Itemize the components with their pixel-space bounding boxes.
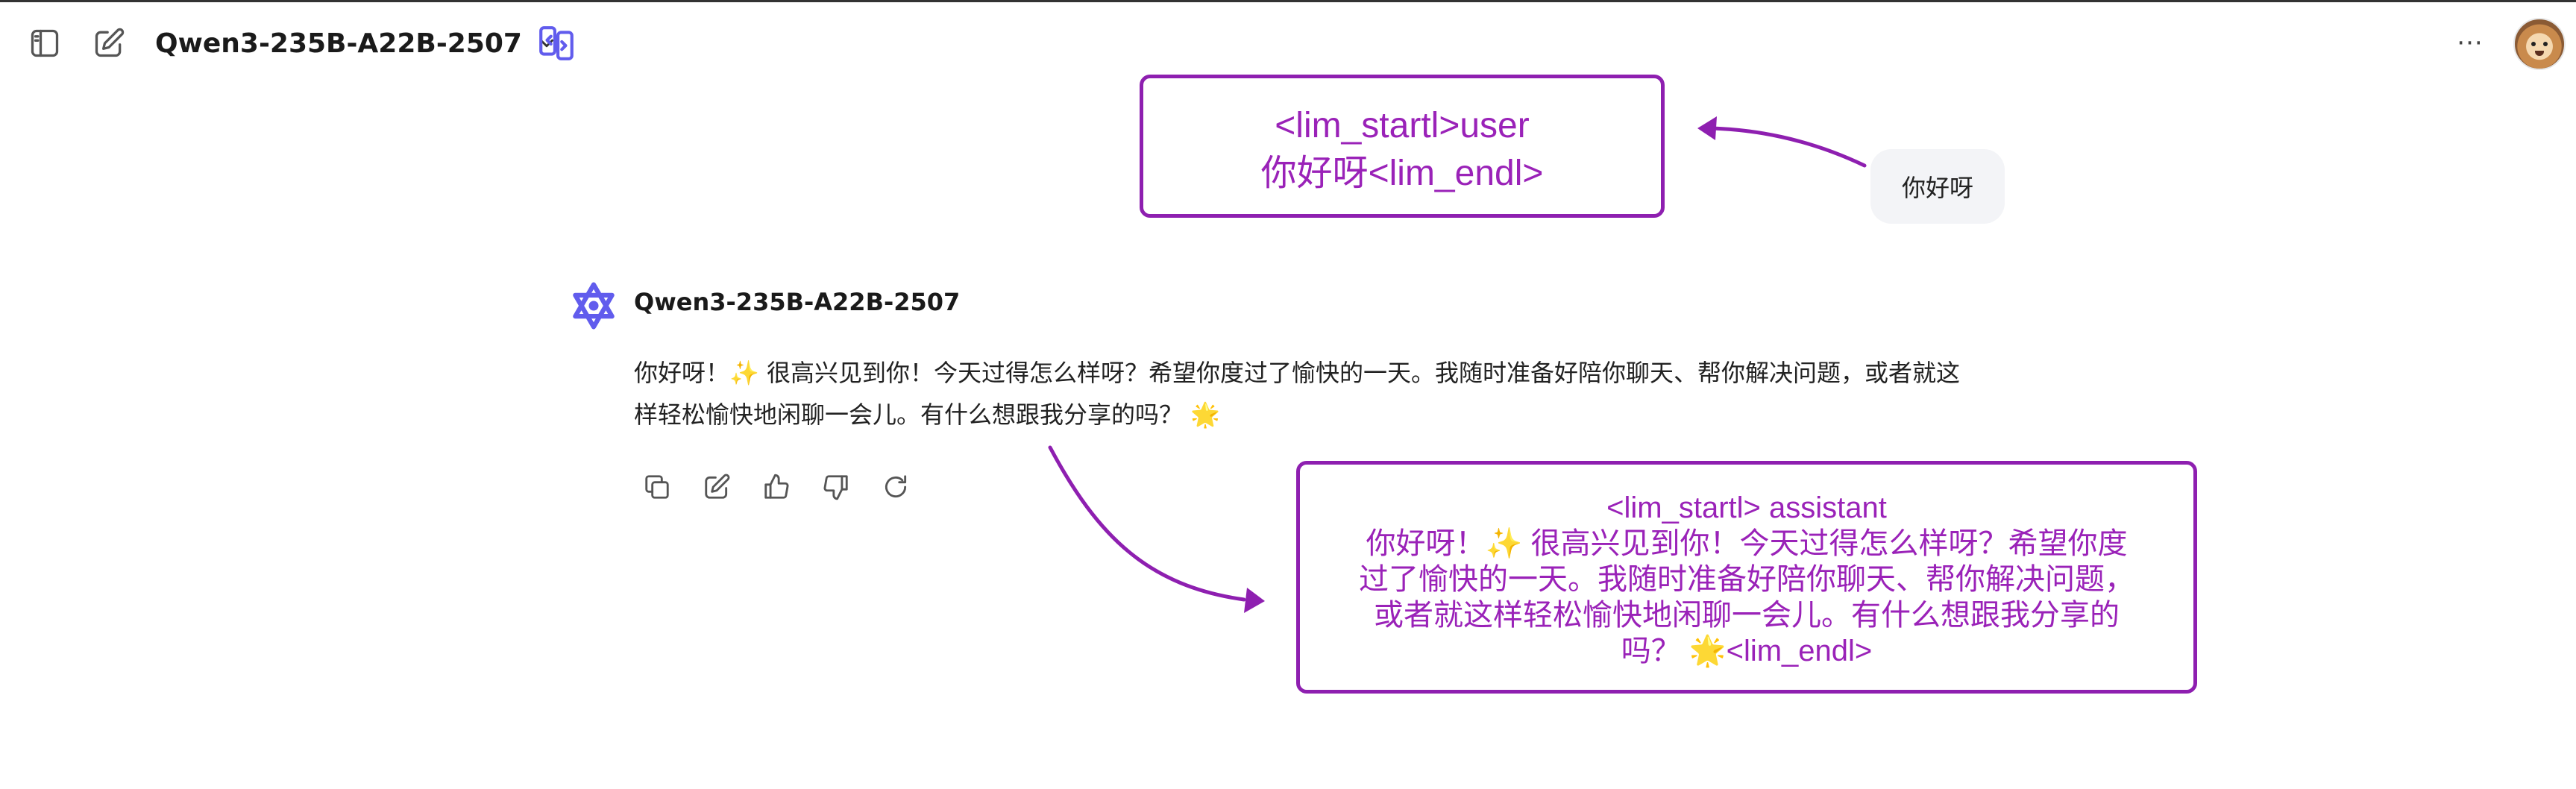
regenerate-icon [885, 475, 907, 498]
arrowhead-icon [1697, 116, 1717, 140]
thumbs-down-button[interactable] [817, 468, 855, 506]
user-template-annotation: <lim_startl>user 你好呀<lim_endl> [1140, 75, 1665, 218]
more-icon: ··· [2457, 28, 2484, 58]
regenerate-button[interactable] [877, 468, 914, 506]
user-annotation-arrow [1710, 126, 1867, 168]
edit-icon [705, 474, 730, 499]
annotation-line: 或者就这样轻松愉快地闲聊一会儿。有什么想跟我分享的 [1374, 599, 2120, 632]
header-bar: Qwen3-235B-A22B-2507 ··· [0, 0, 2576, 87]
assistant-message-line: 样轻松愉快地闲聊一会儿。有什么想跟我分享的吗？ 🌟 [634, 400, 1221, 429]
split-view-icon [539, 26, 574, 60]
split-view-button[interactable] [534, 19, 579, 67]
copy-icon [645, 475, 669, 499]
assistant-annotation-arrow [1048, 445, 1246, 602]
user-message-text: 你好呀 [1901, 174, 1973, 202]
sidebar-toggle-button[interactable] [22, 22, 67, 64]
thumbs-up-icon [764, 474, 789, 499]
user-message-bubble: 你好呀 [1870, 149, 2005, 224]
arrowhead-icon [1244, 588, 1265, 613]
annotation-line: <lim_startl> assistant [1606, 491, 1887, 524]
annotation-line: 吗？ 🌟<lim_endl> [1621, 635, 1873, 667]
annotation-line: 过了愉快的一天。我随时准备好陪你聊天、帮你解决问题， [1359, 563, 2134, 596]
annotation-line: 你好呀！✨ 很高兴见到你！今天过得怎么样呀？希望你度 [1366, 527, 2128, 560]
new-chat-icon [95, 28, 125, 57]
assistant-message-line: 你好呀！✨ 很高兴见到你！今天过得怎么样呀？希望你度过了愉快的一天。我随时准备好… [634, 359, 1961, 387]
qwen-logo-icon [573, 282, 615, 330]
new-chat-button[interactable] [87, 22, 131, 64]
assistant-template-annotation: <lim_startl> assistant 你好呀！✨ 很高兴见到你！今天过得… [1296, 461, 2197, 694]
more-options-button[interactable]: ··· [2451, 24, 2489, 63]
annotation-line: 你好呀<lim_endl> [1260, 154, 1544, 193]
sidebar-toggle-icon [31, 29, 59, 57]
user-avatar[interactable] [2513, 18, 2566, 70]
annotation-line: <lim_startl>user [1275, 106, 1530, 145]
thumbs-up-button[interactable] [758, 468, 795, 506]
assistant-name: Qwen3-235B-A22B-2507 [634, 288, 961, 316]
thumbs-down-icon [823, 475, 848, 500]
model-name: Qwen3-235B-A22B-2507 [155, 28, 522, 59]
copy-button[interactable] [638, 468, 676, 506]
edit-button[interactable] [698, 468, 735, 506]
model-selector[interactable]: Qwen3-235B-A22B-2507 [155, 21, 558, 66]
message-actions [638, 468, 914, 506]
assistant-message: 你好呀！✨ 很高兴见到你！今天过得怎么样呀？希望你度过了愉快的一天。我随时准备好… [634, 352, 2021, 436]
window-top-border [0, 0, 2576, 2]
